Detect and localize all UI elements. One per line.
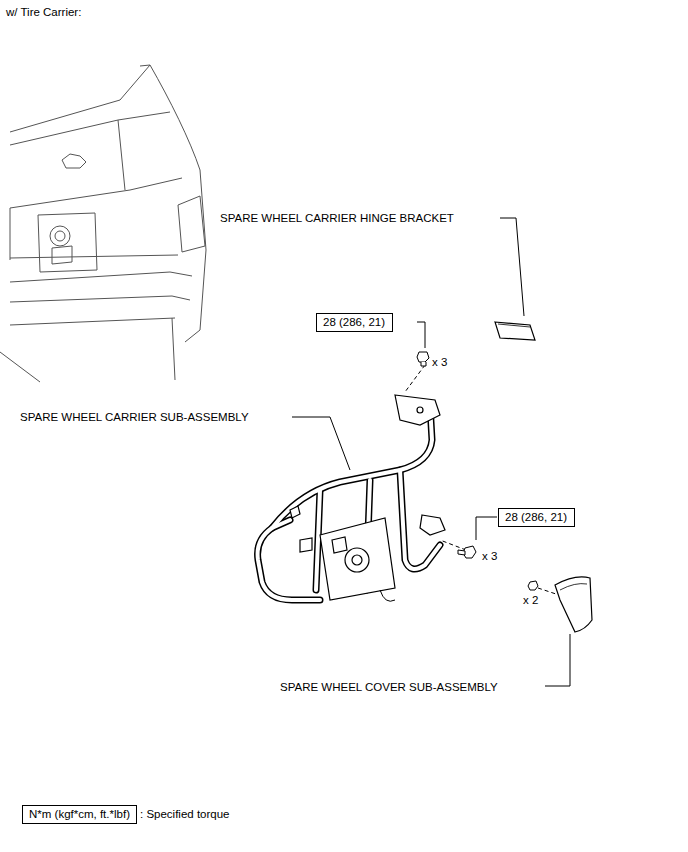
legend-text: : Specified torque	[140, 807, 230, 821]
quantity: x 3	[432, 355, 447, 369]
hinge-bracket	[495, 322, 535, 340]
carrier-plates	[290, 395, 445, 600]
vehicle-rear	[0, 65, 206, 382]
torque-box: 28 (286, 21)	[498, 508, 575, 527]
part-name: SPARE WHEEL CARRIER SUB-ASSEMBLY	[20, 410, 249, 424]
quantity: x 2	[523, 593, 538, 607]
part-name: SPARE WHEEL COVER SUB-ASSEMBLY	[280, 680, 498, 694]
title: w/ Tire Carrier:	[6, 5, 81, 19]
unit-box: N*m (kgf*cm, ft.*lbf)	[22, 805, 137, 824]
box-text: 28 (286, 21)	[323, 315, 386, 330]
part-name: SPARE WHEEL CARRIER HINGE BRACKET	[220, 211, 454, 225]
spare-wheel-cover	[555, 577, 592, 632]
quantity: x 3	[482, 549, 497, 563]
carrier-frame	[258, 405, 440, 600]
box-text: 28 (286, 21)	[505, 510, 568, 525]
torque-box: 28 (286, 21)	[316, 313, 393, 332]
box-text: N*m (kgf*cm, ft.*lbf)	[29, 807, 130, 822]
